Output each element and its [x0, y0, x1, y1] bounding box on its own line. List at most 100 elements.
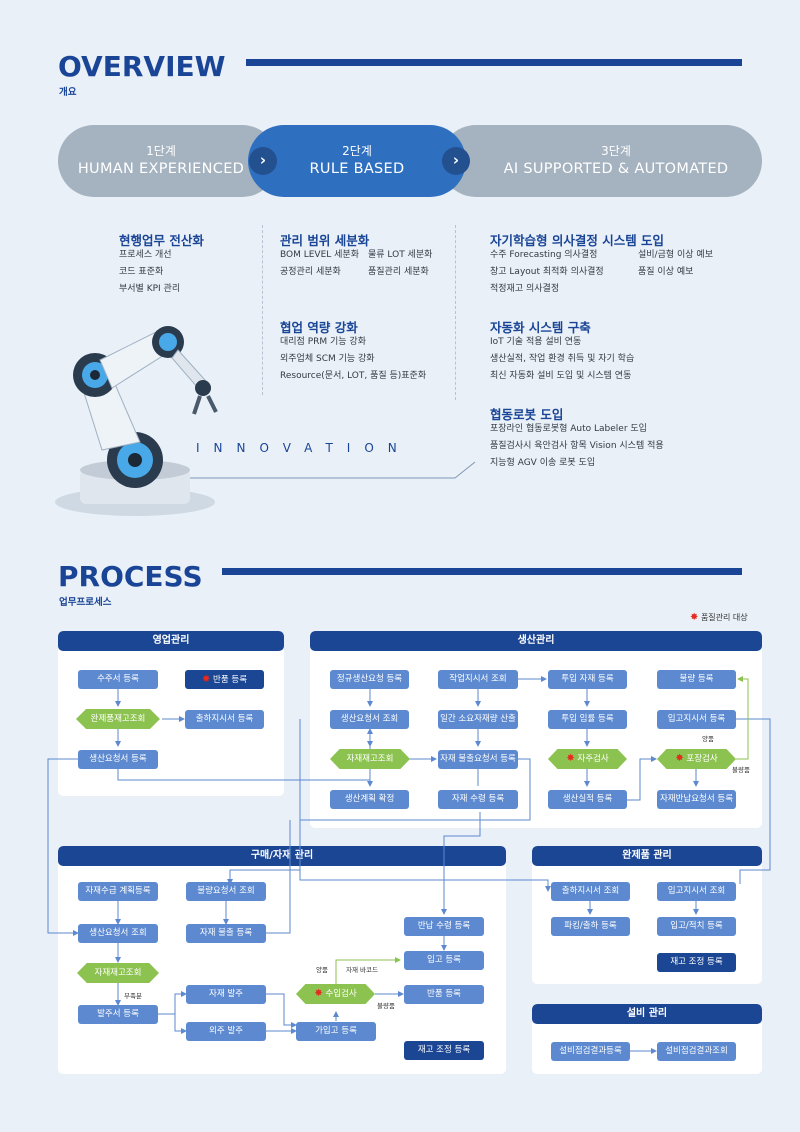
star-icon: ✸ [690, 612, 699, 623]
box-work-order[interactable]: 작업지시서 조회 [438, 670, 518, 689]
box-return-reg[interactable]: 반품 등록 [404, 985, 484, 1004]
box-regular-request[interactable]: 정규생산요청 등록 [330, 670, 409, 689]
process-title: PROCESS [58, 560, 203, 593]
box-daily-calc[interactable]: 일간 소요자재량 산출 [438, 710, 518, 729]
box-defect-register[interactable]: 불량 등록 [657, 670, 736, 689]
col3b-title: 자동화 시스템 구축 [490, 320, 591, 335]
col2a-item: 품질관리 세분화 [368, 267, 429, 277]
diamond-incoming-insp-label: 수입검사 [325, 989, 357, 999]
star-icon: ✸ [675, 753, 684, 764]
col3a-item: 품질 이상 예보 [638, 267, 694, 277]
box-plan-confirm[interactable]: 생산계획 확정 [330, 790, 409, 809]
col1-item: 프로세스 개선 [119, 250, 172, 260]
box-ship-order[interactable]: 출하지시서 등록 [185, 710, 264, 729]
box-fin-adjust[interactable]: 재고 조정 등록 [657, 953, 736, 972]
star-icon: ✸ [314, 988, 323, 999]
box-input-qty[interactable]: 투입 임률 등록 [548, 710, 627, 729]
diamond-self-insp[interactable]: ✸ 자주검사 [548, 749, 627, 769]
innovation-text: INNOVATION [196, 441, 411, 455]
box-result[interactable]: 생산실적 등록 [548, 790, 627, 809]
box-ship-view[interactable]: 출하지시서 조회 [551, 882, 630, 901]
col3a-item: 설비/금형 이상 예보 [638, 250, 713, 260]
stage-1-num: 1단계 [146, 144, 176, 158]
box-outsource[interactable]: 외주 발주 [186, 1022, 266, 1041]
star-icon: ✸ [201, 674, 211, 685]
box-release[interactable]: 자재 불출 등록 [186, 924, 266, 943]
panel-equipment-title: 설비 관리 [532, 1004, 762, 1024]
box-req-view[interactable]: 생산요청서 조회 [330, 710, 409, 729]
box-input-register[interactable]: 투입 자재 등록 [548, 670, 627, 689]
label-ng: 불량품 [732, 766, 750, 774]
box-prod-request[interactable]: 생산요청서 등록 [78, 750, 158, 769]
col1-item: 코드 표준화 [119, 267, 164, 277]
legend-label: 품질관리 대상 [700, 613, 748, 622]
col2b-item: 외주업체 SCM 기능 강화 [280, 354, 375, 364]
box-return-register[interactable]: ✸ 반품 등록 [185, 670, 264, 689]
col2a-item: 물류 LOT 세분화 [368, 250, 433, 260]
panel-sales-title: 영업관리 [58, 631, 284, 651]
stage-1: 1단계 HUMAN EXPERIENCED [58, 125, 278, 197]
stage-1-name: HUMAN EXPERIENCED [77, 161, 245, 177]
col3a-item: 창고 Layout 최적화 의사결정 [490, 267, 604, 277]
panel-purchase-title: 구매/자재 관리 [58, 846, 506, 866]
box-temp-in[interactable]: 가입고 등록 [296, 1022, 376, 1041]
col2b-item: Resource(문서, LOT, 품질 등)표준화 [280, 371, 427, 381]
diamond-purch-check[interactable]: 자재재고조회 [77, 963, 159, 983]
box-equip-register[interactable]: 설비점검결과등록 [551, 1042, 630, 1061]
col2a-item: BOM LEVEL 세분화 [280, 250, 359, 260]
box-defect-view[interactable]: 불량요청서 조회 [186, 882, 266, 901]
box-mat-release[interactable]: 자재 불출요청서 등록 [438, 750, 518, 769]
box-order-register[interactable]: 수주서 등록 [78, 670, 158, 689]
box-purchase-order[interactable]: 발주서 등록 [78, 1005, 158, 1024]
col3c-item: 지능형 AGV 이송 로봇 도입 [490, 458, 596, 468]
diamond-incoming-insp[interactable]: ✸ 수입검사 [296, 984, 375, 1004]
box-purch-req-view[interactable]: 생산요청서 조회 [78, 924, 158, 943]
stage-2: 2단계 RULE BASED [248, 125, 466, 197]
overview-title: OVERVIEW [58, 50, 226, 83]
col3c-item: 품질검사시 육안검사 항목 Vision 시스템 적용 [490, 441, 664, 451]
col3a-item: 적정재고 의사결정 [490, 284, 560, 294]
col2a-title: 관리 범위 세분화 [280, 233, 370, 248]
innovation-line [190, 461, 476, 479]
overview-subtitle: 개요 [59, 87, 77, 98]
stage-3: 3단계 AI SUPPORTED & AUTOMATED [440, 125, 762, 197]
col3b-item: IoT 기술 적용 설비 연동 [490, 337, 582, 347]
box-return-request[interactable]: 자재반납요청서 등록 [657, 790, 736, 809]
diamond-pack-insp[interactable]: ✸ 포장검사 [657, 749, 736, 769]
box-mat-order[interactable]: 자재 발주 [186, 985, 266, 1004]
panel-finished-title: 완제품 관리 [532, 846, 762, 866]
overview-rule [246, 59, 742, 66]
label-ok: 양품 [316, 966, 328, 974]
col3a-title: 자기학습형 의사결정 시스템 도입 [490, 233, 665, 248]
chevron-right-icon: › [249, 147, 277, 175]
process-rule [222, 568, 742, 575]
col2a-item: 공정관리 세분화 [280, 267, 341, 277]
diamond-stock-check[interactable]: 완제품재고조회 [76, 709, 160, 729]
label-short: 부족분 [124, 992, 142, 1000]
box-purch-adjust[interactable]: 재고 조정 등록 [404, 1041, 484, 1060]
col3a-item: 수주 Forecasting 의사결정 [490, 250, 598, 260]
col2b-item: 대리점 PRM 기능 강화 [280, 337, 366, 347]
diamond-self-insp-label: 자주검사 [577, 754, 609, 764]
box-in-order[interactable]: 입고지시서 등록 [657, 710, 736, 729]
box-in-register[interactable]: 입고 등록 [404, 951, 484, 970]
diamond-mat-check[interactable]: 자재재고조회 [330, 749, 410, 769]
col1-title: 현행업무 전산화 [119, 233, 204, 248]
label-ok: 양품 [702, 735, 714, 743]
col1-item: 부서별 KPI 관리 [119, 284, 181, 294]
box-return-receive[interactable]: 반납 수령 등록 [404, 917, 484, 936]
box-return-register-label: 반품 등록 [213, 675, 248, 685]
process-subtitle: 업무프로세스 [59, 597, 112, 608]
box-mat-receive[interactable]: 자재 수령 등록 [438, 790, 518, 809]
box-supply-plan[interactable]: 자재수급 계획등록 [78, 882, 158, 901]
star-icon: ✸ [566, 753, 575, 764]
stage-3-num: 3단계 [601, 144, 631, 158]
label-barcode: 자재 바코드 [346, 966, 378, 974]
box-packing[interactable]: 파킹/출하 등록 [551, 917, 630, 936]
box-equip-view[interactable]: 설비점검결과조회 [657, 1042, 736, 1061]
box-stocking[interactable]: 입고/적치 등록 [657, 917, 736, 936]
col3c-item: 포장라인 협동로봇형 Auto Labeler 도입 [490, 424, 647, 434]
box-in-view[interactable]: 입고지시서 조회 [657, 882, 736, 901]
diamond-pack-insp-label: 포장검사 [686, 754, 718, 764]
